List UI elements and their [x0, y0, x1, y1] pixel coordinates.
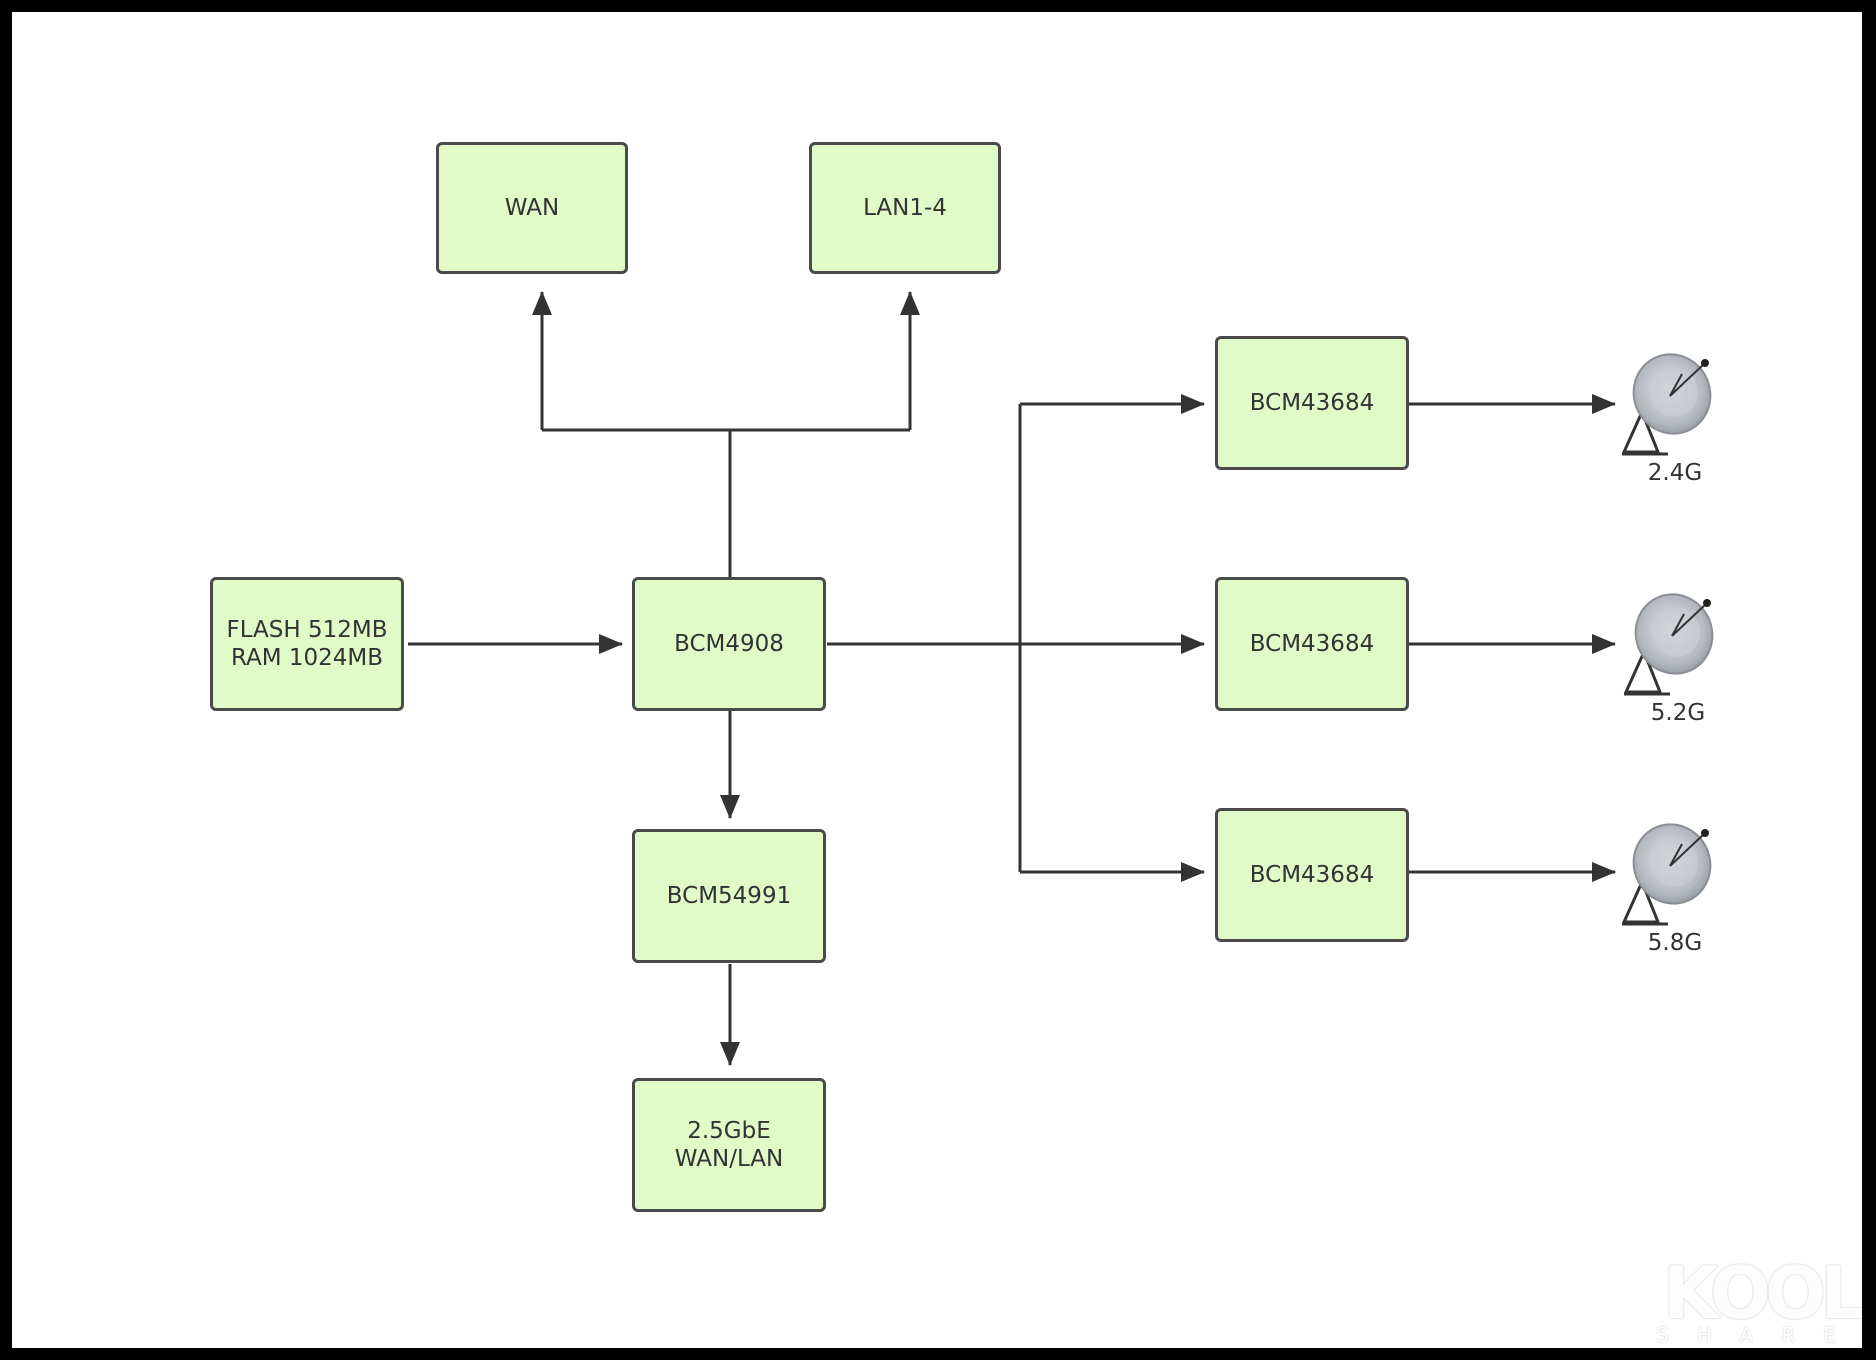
satellite-dish-icon [1623, 593, 1714, 696]
radio-label: BCM43684 [1249, 862, 1375, 888]
wan-node: WAN [436, 142, 628, 274]
flash-ram-node: FLASH 512MB RAM 1024MB [210, 577, 404, 711]
satellite-dish-icon [1621, 353, 1712, 456]
connector-layer [408, 291, 1714, 1066]
phy-node: BCM54991 [632, 829, 826, 963]
flash-label: FLASH 512MB [226, 617, 388, 643]
port-node: 2.5GbE WAN/LAN [632, 1078, 826, 1212]
lan-label: LAN1-4 [863, 195, 947, 221]
diagram-canvas: WAN LAN1-4 FLASH 512MB RAM 1024MB BCM490… [12, 12, 1862, 1348]
antenna-label-24g: 2.4G [1647, 460, 1703, 486]
antenna-label-52g: 5.2G [1650, 700, 1706, 726]
port-label-line2: WAN/LAN [674, 1146, 784, 1172]
wan-label: WAN [504, 195, 560, 221]
port-label-line1: 2.5GbE [687, 1118, 771, 1144]
radio-node-58g: BCM43684 [1215, 808, 1409, 942]
soc-node: BCM4908 [632, 577, 826, 711]
radio-label: BCM43684 [1249, 631, 1375, 657]
phy-label: BCM54991 [666, 883, 792, 909]
radio-label: BCM43684 [1249, 390, 1375, 416]
satellite-dish-icon [1621, 823, 1712, 926]
antenna-label-58g: 5.8G [1647, 930, 1703, 956]
radio-node-24g: BCM43684 [1215, 336, 1409, 470]
ram-label: RAM 1024MB [230, 645, 384, 671]
lan-node: LAN1-4 [809, 142, 1001, 274]
soc-label: BCM4908 [674, 631, 784, 657]
radio-node-52g: BCM43684 [1215, 577, 1409, 711]
